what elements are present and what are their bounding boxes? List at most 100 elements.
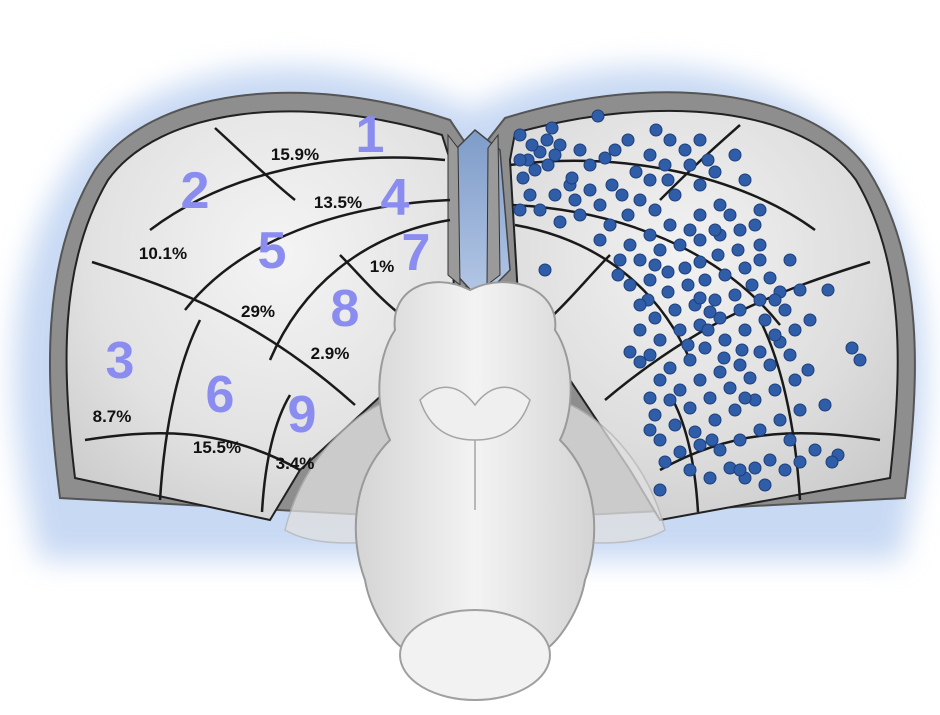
scatter-dot bbox=[683, 223, 697, 237]
scatter-dot bbox=[788, 323, 802, 337]
scatter-dot bbox=[718, 268, 732, 282]
left-hemisphere-surface bbox=[65, 110, 457, 522]
scatter-dot bbox=[853, 353, 867, 367]
scatter-dot bbox=[668, 303, 682, 317]
scatter-dot bbox=[653, 483, 667, 497]
scatter-dot bbox=[703, 471, 717, 485]
scatter-dot bbox=[693, 233, 707, 247]
scatter-dot bbox=[793, 455, 807, 469]
region-number-5: 5 bbox=[258, 222, 287, 280]
scatter-dot bbox=[648, 408, 662, 422]
region-number-2: 2 bbox=[181, 162, 210, 220]
scatter-dot bbox=[540, 133, 554, 147]
scatter-points bbox=[513, 109, 867, 497]
scatter-dot bbox=[753, 293, 767, 307]
right-radial-5 bbox=[758, 319, 802, 501]
scatter-dot bbox=[673, 238, 687, 252]
scatter-dot bbox=[548, 148, 562, 162]
scatter-dot bbox=[598, 151, 612, 165]
scatter-dot bbox=[593, 233, 607, 247]
scatter-dot bbox=[683, 401, 697, 415]
scatter-dot bbox=[538, 263, 552, 277]
scatter-dot bbox=[708, 165, 722, 179]
scatter-dot bbox=[653, 243, 667, 257]
scatter-dot bbox=[738, 323, 752, 337]
scatter-dot bbox=[545, 121, 559, 135]
scatter-dot bbox=[573, 208, 587, 222]
scatter-dot bbox=[758, 313, 772, 327]
scatter-dot bbox=[808, 443, 822, 457]
scatter-dot bbox=[693, 373, 707, 387]
scatter-dot bbox=[783, 348, 797, 362]
scatter-dot bbox=[713, 198, 727, 212]
left-grid-lines bbox=[84, 127, 451, 513]
scatter-dot bbox=[523, 188, 537, 202]
scatter-dot bbox=[748, 461, 762, 475]
scatter-dot bbox=[723, 208, 737, 222]
right-radial-3 bbox=[549, 254, 611, 319]
scatter-dot bbox=[513, 153, 527, 167]
scatter-dot bbox=[693, 133, 707, 147]
scatter-dot bbox=[738, 173, 752, 187]
scatter-dot bbox=[768, 383, 782, 397]
region-percent-8: 2.9% bbox=[311, 344, 350, 363]
brainstem-colliculi bbox=[419, 386, 531, 441]
scatter-dot bbox=[541, 158, 555, 172]
scatter-dot bbox=[681, 278, 695, 292]
scatter-dot bbox=[633, 253, 647, 267]
scatter-dot bbox=[733, 358, 747, 372]
scatter-dot bbox=[565, 171, 579, 185]
scatter-dot bbox=[733, 223, 747, 237]
scatter-dot bbox=[693, 208, 707, 222]
scatter-dot bbox=[678, 261, 692, 275]
scatter-dot bbox=[731, 243, 745, 257]
scatter-dot bbox=[748, 218, 762, 232]
scatter-dot bbox=[683, 463, 697, 477]
scatter-dot bbox=[623, 238, 637, 252]
scatter-dot bbox=[735, 343, 749, 357]
scatter-dot bbox=[753, 423, 767, 437]
scatter-dot bbox=[708, 223, 722, 237]
brainstem-cut-surface bbox=[399, 609, 551, 701]
scatter-dot bbox=[845, 341, 859, 355]
scatter-dot bbox=[793, 403, 807, 417]
scatter-dot bbox=[528, 163, 542, 177]
scatter-dot bbox=[591, 109, 605, 123]
scatter-dot bbox=[683, 353, 697, 367]
scatter-dot bbox=[738, 261, 752, 275]
region-number-9: 9 bbox=[288, 386, 317, 444]
scatter-dot bbox=[825, 455, 839, 469]
right-radial-4 bbox=[659, 431, 881, 472]
scatter-dot bbox=[516, 171, 530, 185]
scatter-dot bbox=[643, 173, 657, 187]
scatter-dot bbox=[788, 373, 802, 387]
scatter-dot bbox=[733, 463, 747, 477]
scatter-dot bbox=[708, 293, 722, 307]
left-radial-6 bbox=[260, 394, 292, 513]
region-percent-4: 13.5% bbox=[314, 193, 362, 212]
scatter-dot bbox=[668, 418, 682, 432]
scatter-dot bbox=[698, 273, 712, 287]
scatter-dot bbox=[745, 278, 759, 292]
scatter-dot bbox=[793, 283, 807, 297]
scatter-dot bbox=[568, 193, 582, 207]
scatter-dot bbox=[513, 128, 527, 142]
scatter-dot bbox=[693, 438, 707, 452]
scatter-dot bbox=[705, 433, 719, 447]
scatter-dot bbox=[633, 323, 647, 337]
left-radial-4 bbox=[84, 431, 301, 472]
right-hemisphere-surface bbox=[508, 109, 899, 522]
scatter-dot bbox=[743, 371, 757, 385]
scatter-dot bbox=[763, 271, 777, 285]
scatter-dot bbox=[668, 188, 682, 202]
scatter-dot bbox=[688, 425, 702, 439]
scatter-dot bbox=[683, 158, 697, 172]
scatter-dot bbox=[603, 218, 617, 232]
region-number-7: 7 bbox=[402, 224, 431, 282]
scatter-dot bbox=[649, 123, 663, 137]
scatter-dot bbox=[701, 323, 715, 337]
scatter-dot bbox=[778, 463, 792, 477]
scatter-dot bbox=[525, 138, 539, 152]
scatter-dot bbox=[583, 183, 597, 197]
left-ring-inner bbox=[268, 218, 451, 361]
